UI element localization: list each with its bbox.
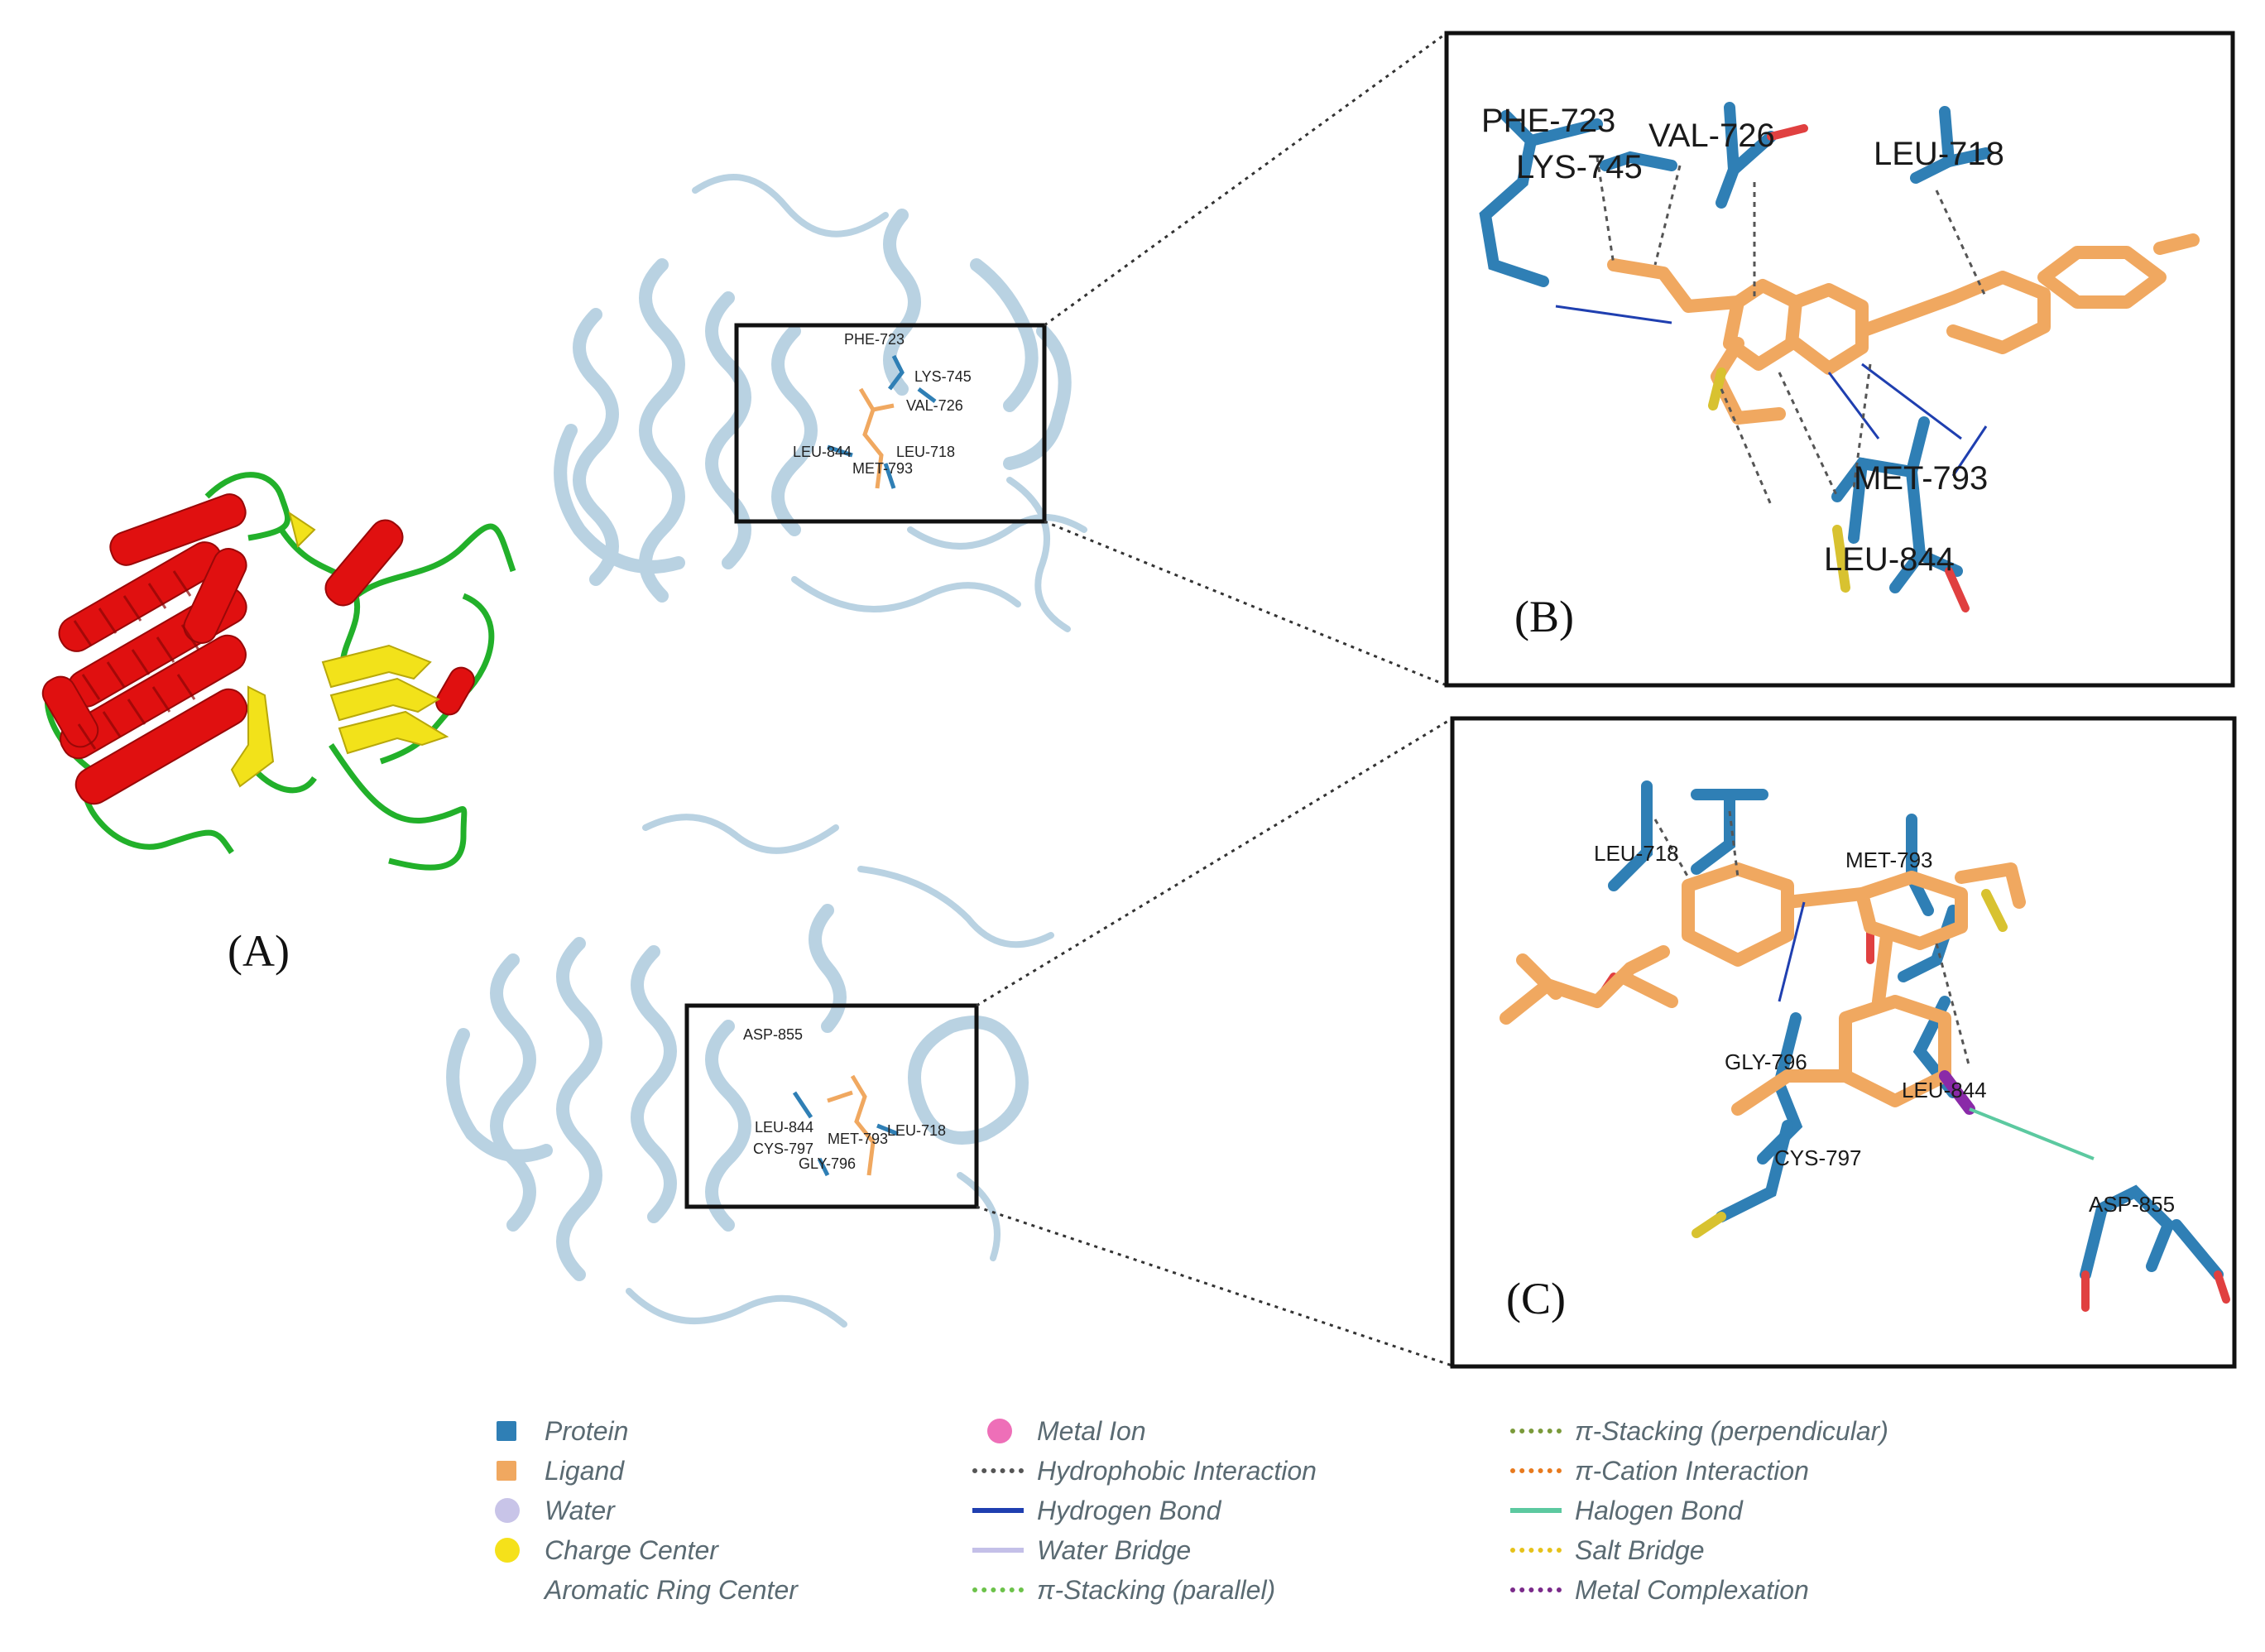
overview-top-label-leu844: LEU-844 [793, 444, 852, 460]
pi-cation-swatch [1510, 1468, 1562, 1473]
protein-cartoon-bottom [446, 814, 1054, 1328]
water-swatch [495, 1498, 520, 1523]
legend-column-1: Protein Ligand Water Charge Center Aroma… [480, 1411, 798, 1610]
metal-ion-swatch [987, 1419, 1012, 1443]
panel-b-interactions [1479, 102, 2200, 612]
panel-a-label: (A) [228, 926, 290, 976]
legend-item-pi-stacking-perpendicular: π-Stacking (perpendicular) [1510, 1411, 1888, 1451]
panel-b-label-met793: MET-793 [1854, 460, 1989, 497]
panel-c-label-met793: MET-793 [1845, 848, 1933, 872]
overview-bottom-label-met793: MET-793 [828, 1131, 889, 1147]
panel-c-label-leu844: LEU-844 [1902, 1078, 1987, 1102]
legend-column-2: Metal Ion Hydrophobic Interaction Hydrog… [972, 1411, 1317, 1610]
overview-bottom-label-gly796: GLY-796 [799, 1155, 857, 1172]
panel-b-label-phe723: PHE-723 [1481, 103, 1616, 139]
overview-top-inset-box [734, 323, 1047, 524]
legend-item-salt-bridge: Salt Bridge [1510, 1530, 1888, 1570]
zoom-connectors [976, 31, 1453, 1367]
legend-column-3: π-Stacking (perpendicular) π-Cation Inte… [1510, 1411, 1888, 1610]
panel-c-label: (C) [1506, 1274, 1566, 1323]
ligand-swatch [497, 1461, 516, 1481]
water-bridge-swatch [972, 1548, 1024, 1553]
legend-item-pi-cation-interaction: π-Cation Interaction [1510, 1451, 1888, 1491]
legend-item-water-bridge: Water Bridge [972, 1530, 1317, 1570]
legend-item-hydrophobic-interaction: Hydrophobic Interaction [972, 1451, 1317, 1491]
panel-c-interactions [1500, 780, 2230, 1312]
panel-b-label-val726: VAL-726 [1648, 118, 1775, 154]
halogen-bond-swatch [1510, 1508, 1562, 1513]
panel-c-label-cys797: CYS-797 [1774, 1145, 1862, 1170]
overview-bottom-label-leu718: LEU-718 [887, 1122, 947, 1139]
legend-item-hydrogen-bond: Hydrogen Bond [972, 1491, 1317, 1530]
legend-item-metal-ion: Metal Ion [972, 1411, 1317, 1451]
panel-c-label-gly796: GLY-796 [1725, 1049, 1807, 1074]
legend-item-water: Water [480, 1491, 798, 1530]
panel-b-label: (B) [1514, 592, 1574, 641]
panel-c-label-asp855: ASP-855 [2089, 1192, 2176, 1217]
overview-top-label-val726: VAL-726 [906, 397, 963, 414]
salt-bridge-swatch [1510, 1548, 1562, 1553]
charge-center-swatch [495, 1538, 520, 1563]
legend-item-protein: Protein [480, 1411, 798, 1451]
pi-stacking-parallel-swatch [972, 1587, 1024, 1592]
legend-item-ligand: Ligand [480, 1451, 798, 1491]
overview-top-label-leu718: LEU-718 [896, 444, 956, 460]
overview-bottom-inset-box [684, 1003, 979, 1209]
legend-item-aromatic-ring-center: Aromatic Ring Center [545, 1574, 798, 1605]
legend-item-charge-center: Charge Center [480, 1530, 798, 1570]
metal-complexation-swatch [1510, 1587, 1562, 1592]
overview-top-label-met793: MET-793 [852, 460, 914, 477]
protein-swatch [497, 1421, 516, 1441]
protein-cartoon-top [554, 174, 1087, 632]
legend: Protein Ligand Water Charge Center Aroma… [480, 1411, 2135, 1643]
overview-bottom-label-leu844: LEU-844 [755, 1119, 814, 1136]
hydrogen-bond-swatch [972, 1508, 1024, 1513]
panel-b-label-leu844: LEU-844 [1824, 541, 1955, 578]
legend-item-pi-stacking-parallel: π-Stacking (parallel) [972, 1570, 1317, 1610]
panel-b-label-leu718: LEU-718 [1874, 136, 2004, 172]
overview-top-label-phe723: PHE-723 [844, 331, 905, 348]
pi-stacking-perpendicular-swatch [1510, 1429, 1562, 1433]
overview-bottom-label-cys797: CYS-797 [753, 1141, 814, 1157]
panel-b-label-lys745: LYS-745 [1516, 149, 1643, 185]
panel-c-label-leu718: LEU-718 [1594, 841, 1679, 866]
overview-top-label-lys745: LYS-745 [914, 368, 972, 385]
protein-cartoon-colored [41, 472, 516, 871]
overview-bottom-label-asp855: ASP-855 [743, 1026, 804, 1043]
hydrophobic-swatch [972, 1468, 1024, 1473]
legend-item-halogen-bond: Halogen Bond [1510, 1491, 1888, 1530]
legend-item-metal-complexation: Metal Complexation [1510, 1570, 1888, 1610]
